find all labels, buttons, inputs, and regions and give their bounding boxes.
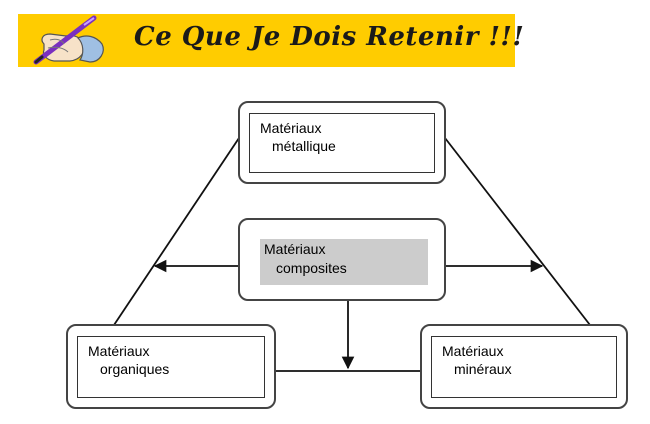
banner-title: Ce Que Je Dois Retenir !!! xyxy=(134,22,525,52)
box-composites: Matériaux composites xyxy=(238,218,446,301)
label-mineraux-line1: Matériaux xyxy=(442,343,504,359)
box-metallique-inner: Matériaux métallique xyxy=(249,113,435,173)
label-organiques-line1: Matériaux xyxy=(88,343,150,359)
label-mineraux-line2: minéraux xyxy=(454,361,512,377)
box-mineraux-inner: Matériaux minéraux xyxy=(431,336,617,398)
line-left-diagonal xyxy=(113,137,240,326)
label-composites-line2: composites xyxy=(276,260,347,276)
box-mineraux: Matériaux minéraux xyxy=(420,324,628,409)
label-composites-line1: Matériaux xyxy=(264,241,326,257)
label-metallique-line1: Matériaux xyxy=(260,120,322,136)
box-organiques-inner: Matériaux organiques xyxy=(77,336,265,398)
box-organiques: Matériaux organiques xyxy=(66,324,276,409)
line-right-diagonal xyxy=(444,137,591,326)
title-banner: Ce Que Je Dois Retenir !!! xyxy=(18,14,524,67)
label-organiques-line2: organiques xyxy=(100,361,170,377)
label-metallique-line2: métallique xyxy=(272,138,336,154)
box-metallique: Matériaux métallique xyxy=(238,101,446,184)
pen-writing-icon xyxy=(33,15,104,65)
box-composites-inner: Matériaux composites xyxy=(260,239,428,285)
